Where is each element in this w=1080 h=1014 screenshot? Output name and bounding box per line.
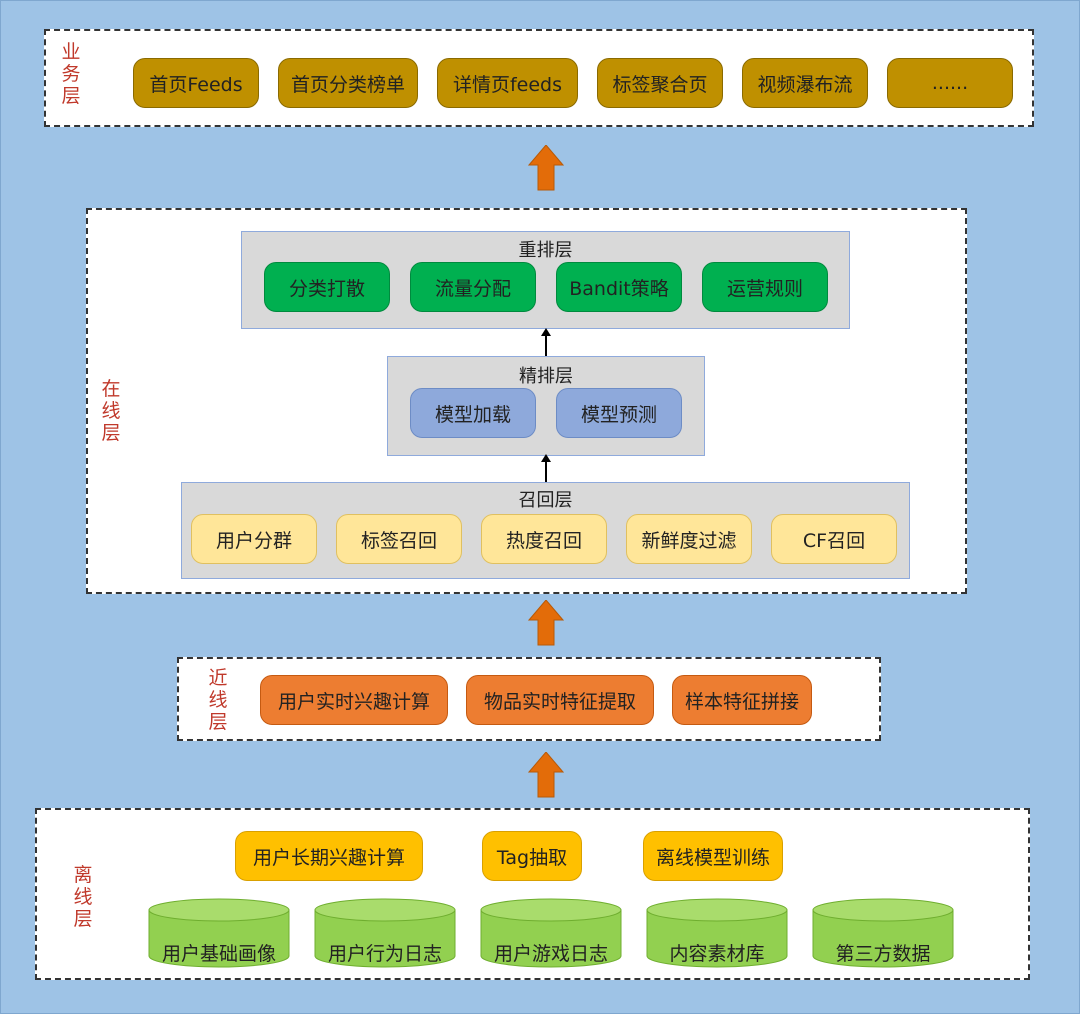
business-layer-label: 业 务 层 [61,41,81,107]
business-item-video-waterfall: 视频瀑布流 [742,58,868,108]
thin-arrow-fine-to-rerank [541,328,551,357]
rerank-item-bandit-strategy: Bandit策略 [556,262,682,312]
database-icon [148,898,290,968]
business-layer: 业 务 层 首页Feeds 首页分类榜单 详情页feeds 标签聚合页 视频瀑布… [44,29,1034,127]
nearline-layer-label: 近 线 层 [208,667,228,733]
business-item-home-feeds: 首页Feeds [133,58,259,108]
recall-item-freshness-filter: 新鲜度过滤 [626,514,752,564]
database-icon [646,898,788,968]
offline-layer-label: 离 线 层 [73,864,93,930]
rerank-item-category-scatter: 分类打散 [264,262,390,312]
database-content-library: 内容素材库 [646,898,788,968]
fine-rank-title: 精排层 [519,366,573,387]
online-layer-label: 在 线 层 [101,378,121,444]
business-item-detail-feeds: 详情页feeds [437,58,578,108]
fine-item-model-loading: 模型加载 [410,388,536,438]
up-arrow-online [528,600,564,646]
database-user-profile: 用户基础画像 [148,898,290,968]
rerank-item-traffic-allocation: 流量分配 [410,262,536,312]
nearline-item-realtime-interest: 用户实时兴趣计算 [260,675,448,725]
offline-task-tag-extraction: Tag抽取 [482,831,582,881]
up-arrow-nearline [528,752,564,798]
offline-task-long-term-interest: 用户长期兴趣计算 [235,831,423,881]
business-item-home-category-list: 首页分类榜单 [278,58,418,108]
thin-arrow-recall-to-fine [541,454,551,483]
recall-item-tag-recall: 标签召回 [336,514,462,564]
rerank-item-operation-rules: 运营规则 [702,262,828,312]
database-third-party-data: 第三方数据 [812,898,954,968]
rerank-title: 重排层 [518,240,573,261]
recall-item-user-grouping: 用户分群 [191,514,317,564]
recall-title: 召回层 [518,490,573,511]
fine-rank-panel: 精排层 模型加载 模型预测 [387,356,705,456]
database-user-behavior-log: 用户行为日志 [314,898,456,968]
offline-task-model-training: 离线模型训练 [643,831,783,881]
database-icon [480,898,622,968]
recall-item-cf-recall: CF召回 [771,514,897,564]
nearline-item-sample-feature-join: 样本特征拼接 [672,675,812,725]
database-icon [812,898,954,968]
nearline-item-realtime-item-features: 物品实时特征提取 [466,675,654,725]
database-user-game-log: 用户游戏日志 [480,898,622,968]
business-item-more: ...... [887,58,1013,108]
fine-item-model-prediction: 模型预测 [556,388,682,438]
rerank-panel: 重排层 分类打散 流量分配 Bandit策略 运营规则 [241,231,850,329]
nearline-layer: 近 线 层 用户实时兴趣计算 物品实时特征提取 样本特征拼接 [177,657,881,741]
recall-item-popularity-recall: 热度召回 [481,514,607,564]
up-arrow-business [528,145,564,191]
business-item-tag-aggregation: 标签聚合页 [597,58,723,108]
database-icon [314,898,456,968]
recall-panel: 召回层 用户分群 标签召回 热度召回 新鲜度过滤 CF召回 [181,482,910,579]
